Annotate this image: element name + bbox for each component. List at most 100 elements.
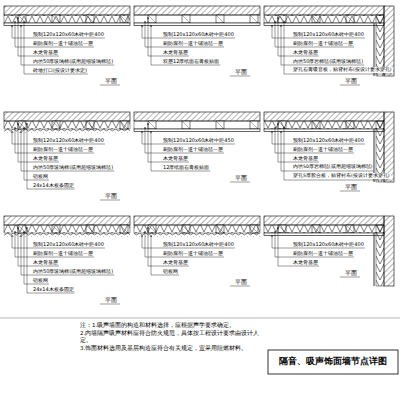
material-callout: 刷防腐剂一道十铺油毡一层: [162, 250, 224, 256]
facing-board: [264, 23, 384, 26]
material-callout: 预制120x120x60木砖中距400: [32, 137, 105, 143]
leader-line: [145, 22, 146, 28]
brick-wall: [134, 216, 260, 225]
insulation-layer: [134, 121, 260, 129]
material-callout: 内填50厚玻璃棉(或用超细玻璃棉毡): [32, 268, 114, 274]
material-callout: 24x14木板条固定: [32, 182, 75, 188]
material-callout: 预制120x120x60木砖中距400: [162, 241, 235, 247]
timber-stud: [250, 15, 258, 23]
leader-line: [278, 228, 279, 238]
leader-line: [142, 132, 143, 134]
material-callout: 铝板网: [32, 277, 49, 283]
insulation-layer: [264, 121, 384, 129]
brick-wall: [4, 6, 130, 15]
brick-wall: [134, 112, 260, 121]
wavy-facing: [134, 233, 260, 237]
stud-mark: [250, 121, 258, 129]
material-callout: 内填50厚玻璃棉(或用超细玻璃棉毡): [32, 58, 114, 64]
leader-line: [142, 26, 143, 28]
material-callout: 双层12厚纸面石膏板贴面: [162, 58, 220, 64]
leader-line: [12, 28, 105, 38]
leader-line: [21, 134, 114, 171]
material-callout: 铝板网: [32, 173, 49, 179]
material-callout: 铝板网: [162, 268, 179, 274]
leader-line: [272, 238, 365, 248]
leader-line: [24, 128, 25, 134]
view-underline: [230, 286, 250, 287]
note-text: 3.饰面材料选用及基层构造应符合有关规定，宜采用阻燃材料。: [80, 345, 265, 352]
view-label: 平面: [344, 270, 358, 276]
leader-line: [12, 26, 13, 28]
leader-line: [27, 124, 28, 134]
view-label: 平面: [344, 78, 358, 84]
view-underline: [340, 191, 360, 192]
leader-line: [15, 128, 16, 134]
material-callout: 木龙骨基层: [292, 259, 319, 265]
leader-line: [12, 134, 105, 144]
wavy-facing: [4, 233, 130, 237]
leader-line: [284, 22, 285, 28]
material-callout: 内填50厚岩棉毡(或用超细玻璃棉毡): [292, 164, 373, 170]
view-label: 平面: [234, 69, 248, 75]
view-underline: [340, 85, 360, 86]
leader-line: [272, 28, 365, 38]
leader-line: [145, 128, 146, 134]
insulation-layer: [4, 225, 130, 233]
leader-line: [284, 134, 391, 180]
material-callout: 预制120x120x60木砖中距400: [292, 31, 365, 37]
leader-line: [142, 134, 235, 144]
material-callout: 刷防腐剂一道十铺油毡一层: [292, 146, 354, 152]
stud-mark: [148, 121, 156, 129]
material-callout: 预制120x120x60木砖中距400: [162, 31, 235, 37]
wavy-facing: [4, 129, 130, 133]
note-text: 注：1.吸声墙面的构造和材料选择，应根据声学要求确定。: [80, 322, 265, 329]
leader-line: [281, 28, 364, 65]
view-underline: [340, 277, 360, 278]
leader-line: [24, 22, 25, 28]
material-callout: 木龙骨基层: [32, 49, 59, 55]
timber-stud: [148, 15, 156, 23]
corner-wall: [384, 112, 394, 182]
view-underline: [230, 76, 250, 77]
stud-mark: [182, 121, 190, 129]
material-callout: 24x14木板条固定: [32, 286, 75, 292]
stud-mark: [148, 15, 156, 23]
leader-line: [281, 134, 373, 171]
insulation-layer: [134, 225, 260, 233]
corner-wall: [384, 216, 394, 286]
leader-line: [27, 228, 28, 238]
material-callout: 预制120x120x60木砖中距400: [292, 241, 365, 247]
corner-board: [374, 233, 375, 286]
stud-mark: [216, 15, 224, 23]
note-text: 2.内墙隔声吸声材料应符合防火规范，具体按工程设计要求由设计人定。: [80, 330, 265, 344]
leader-line: [142, 238, 235, 248]
leader-line: [278, 124, 279, 134]
drawing-title: 隔音、吸声饰面墙节点详图: [279, 356, 387, 368]
material-callout: 预制120x120x60木砖中距400: [32, 31, 105, 37]
material-callout: 木龙骨基层: [292, 49, 319, 55]
view-label: 平面: [104, 297, 118, 303]
leader-line: [281, 132, 282, 134]
facing-board: [264, 233, 384, 236]
view-underline: [100, 200, 120, 201]
leader-line: [145, 232, 146, 238]
brick-wall: [4, 112, 130, 121]
timber-stud: [216, 15, 224, 23]
view-label: 平面: [344, 184, 358, 190]
leader-line: [21, 132, 22, 134]
title-block: [268, 350, 398, 374]
insulation-layer: [4, 121, 130, 129]
material-callout: 穿孔石膏吸音板，贴背衬布(按设计要求穿孔): [292, 67, 393, 73]
material-callout: 刷防腐剂一道十铺油毡一层: [292, 250, 354, 256]
view-label: 平面: [234, 279, 248, 285]
brick-wall: [264, 112, 384, 121]
view-underline: [230, 182, 250, 183]
view-label: 平面: [234, 175, 248, 181]
leader-line: [272, 26, 273, 28]
leader-line: [15, 22, 16, 28]
corner-wall: [384, 6, 394, 76]
stud-mark: [182, 15, 190, 23]
timber-stud: [182, 121, 190, 129]
leader-line: [21, 28, 114, 65]
timber-stud: [216, 121, 224, 129]
